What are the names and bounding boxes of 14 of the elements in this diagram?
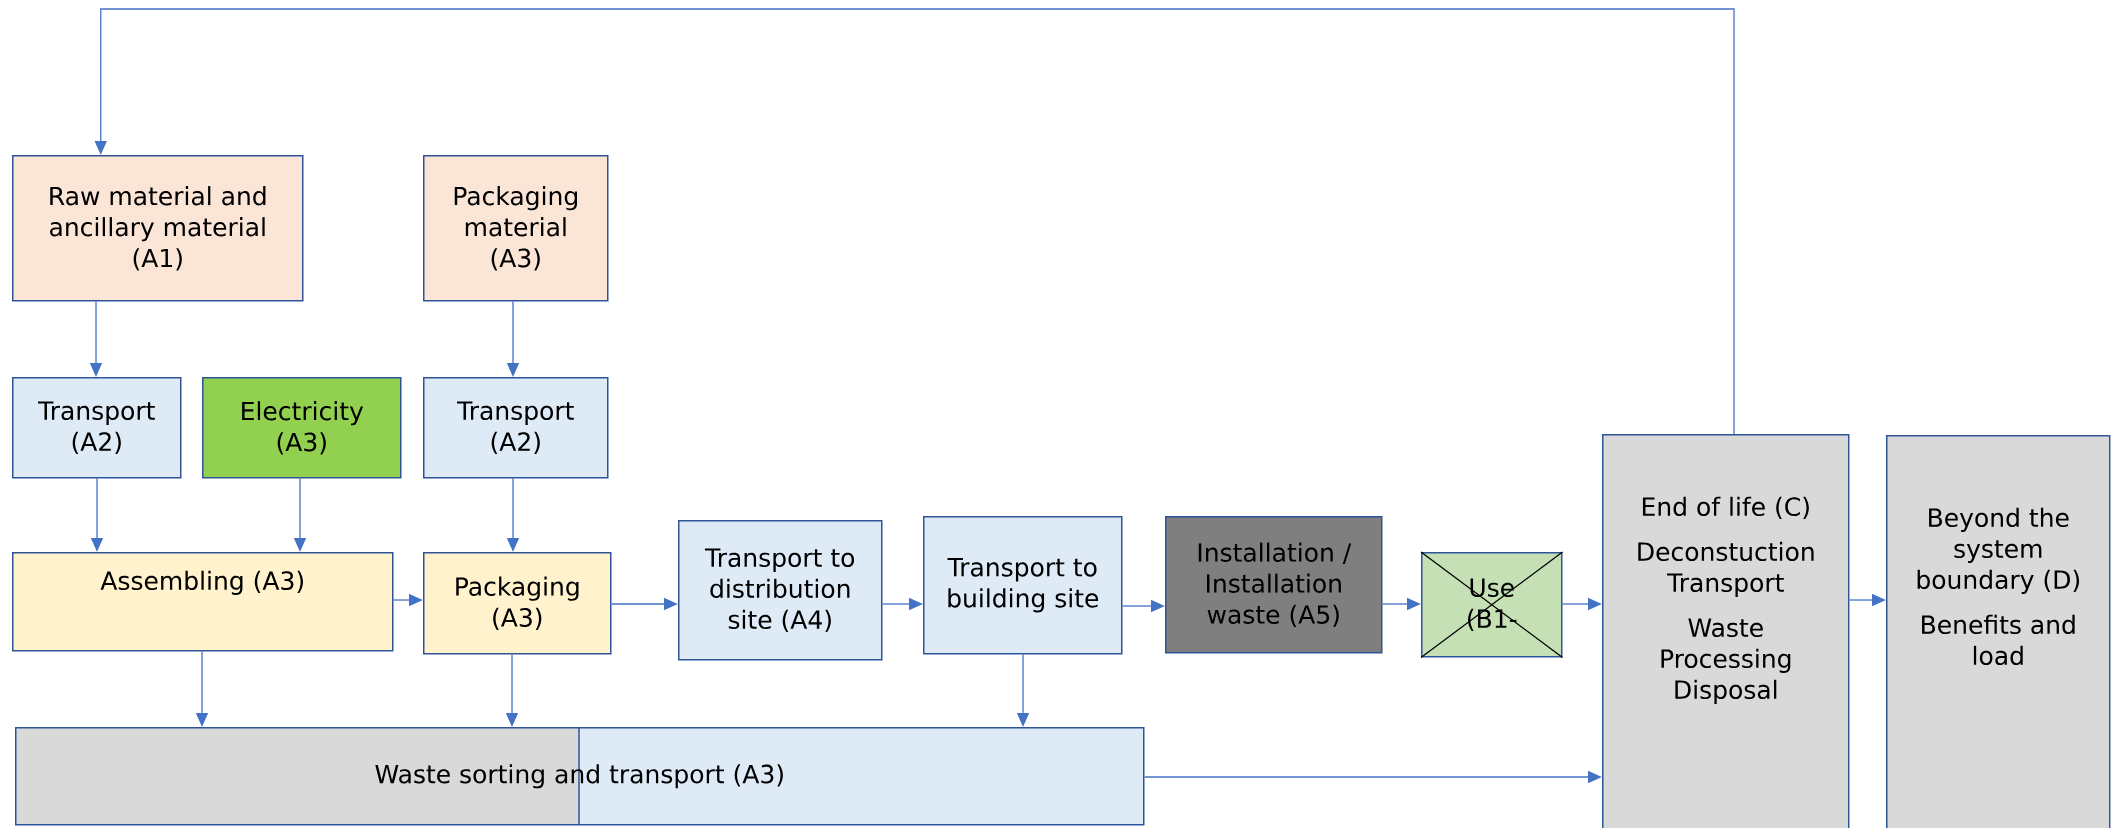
process-box: Transport to distribution site (A4)	[678, 520, 883, 661]
process-box: Assembling (A3)	[12, 552, 394, 652]
process-box: Packaging material (A3)	[423, 155, 609, 302]
crossed-out-box: Use (B1-	[1420, 551, 1564, 659]
arrow	[94, 8, 1735, 435]
process-box: Transport (A2)	[12, 377, 182, 479]
process-box: Electricity (A3)	[202, 377, 402, 479]
process-box: Transport (A2)	[423, 377, 609, 479]
stage-box: Beyond the system boundary (D) Benefits and load	[1886, 435, 2111, 828]
process-box: Transport to building site	[923, 516, 1123, 655]
process-box: Packaging (A3)	[423, 552, 612, 655]
process-box: Raw material and ancillary material (A1)	[12, 155, 304, 302]
process-box: Installation / Installation waste (A5)	[1165, 516, 1383, 654]
stage-box: End of life (C) Deconstuction Transport Waste Processing Disposal	[1602, 434, 1850, 828]
